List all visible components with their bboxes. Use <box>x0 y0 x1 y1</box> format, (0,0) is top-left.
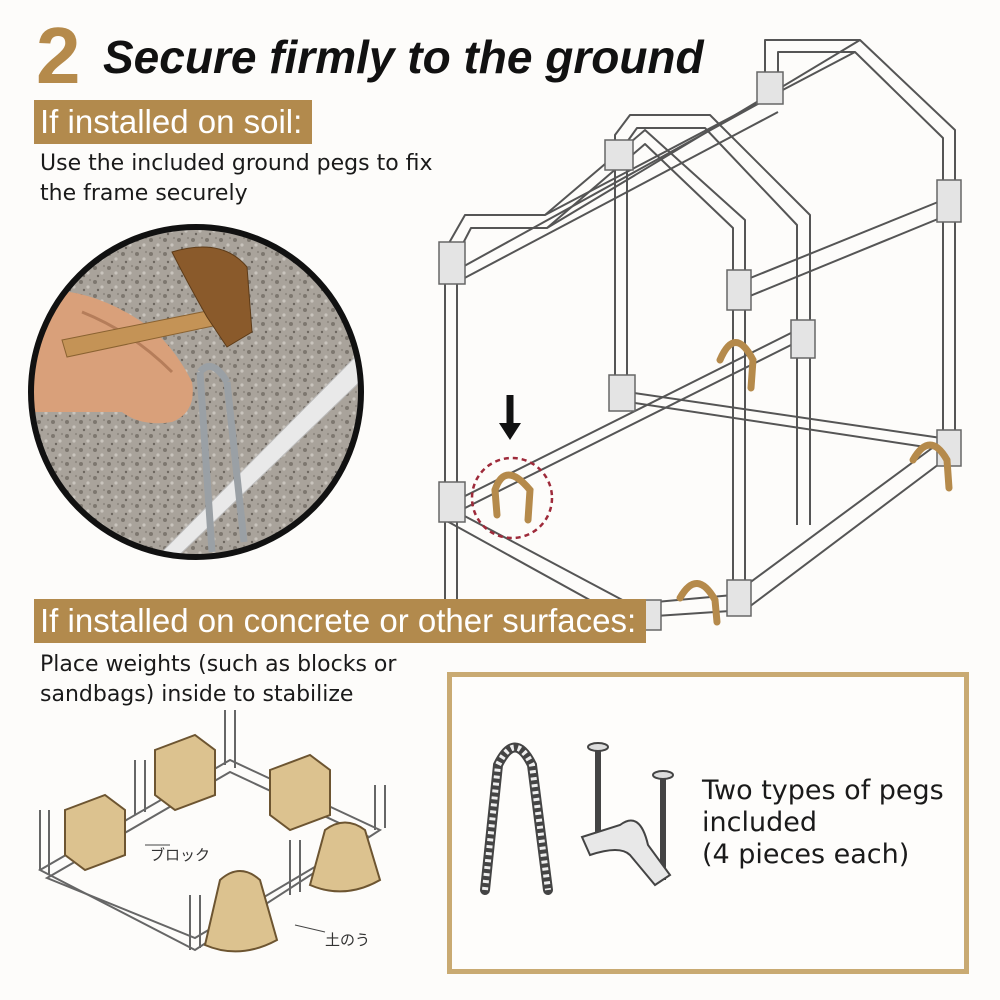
soil-description: Use the included ground pegs to fix the … <box>40 151 433 206</box>
block-label: ブロック <box>150 846 210 864</box>
weights-diagram: ブロック 土のう <box>37 710 386 953</box>
pegs-panel <box>447 672 969 974</box>
hammer-peg-photo <box>28 224 364 560</box>
pegs-illustration <box>480 742 674 895</box>
soil-banner: If installed on soil: <box>34 100 313 144</box>
pegs-line-1: Two types of pegs <box>702 775 944 806</box>
step-number: 2 <box>36 11 81 100</box>
concrete-banner: If installed on concrete or other surfac… <box>34 599 647 643</box>
concrete-description: Place weights (such as blocks or sandbag… <box>40 652 397 707</box>
frame-diagram <box>438 39 962 631</box>
pegs-line-2: included <box>702 807 817 838</box>
page-title: Secure firmly to the ground <box>103 31 704 83</box>
pegs-line-3: (4 pieces each) <box>702 839 910 870</box>
sandbag-label: 土のう <box>325 931 370 949</box>
pegs-caption: Two types of pegs included (4 pieces eac… <box>702 775 962 871</box>
